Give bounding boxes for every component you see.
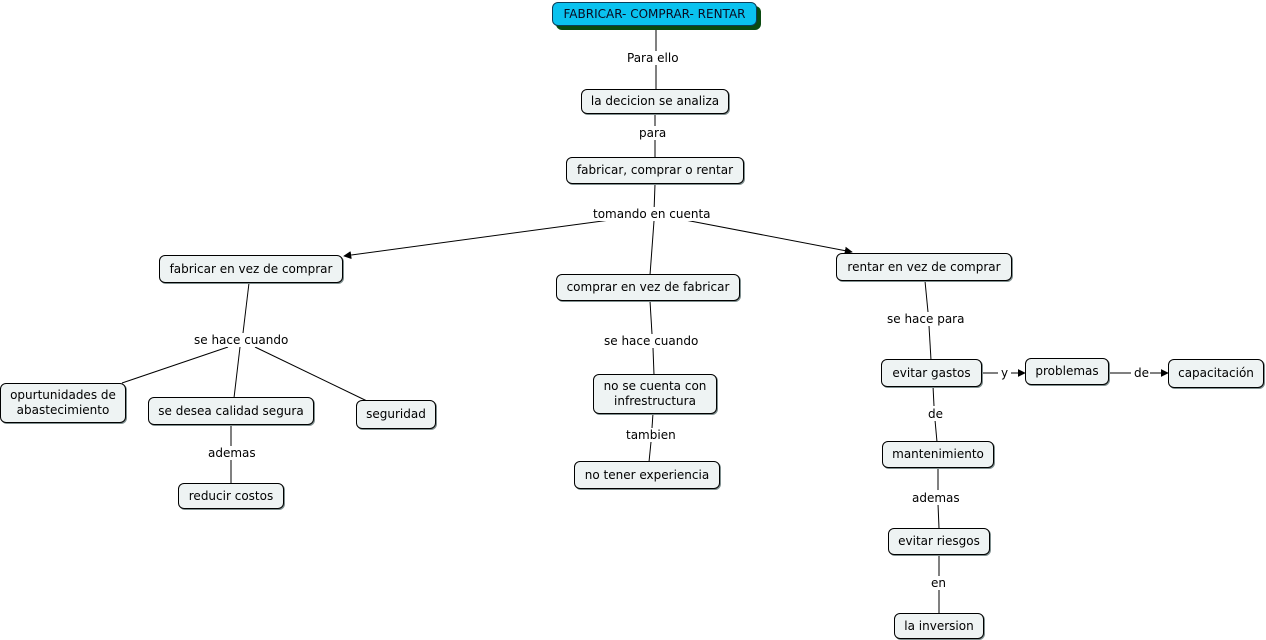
link-label-se-hace-cuando-comprar: se hace cuando — [603, 334, 700, 348]
seguridad-node[interactable]: seguridad — [356, 400, 436, 429]
problemas-node[interactable]: problemas — [1025, 358, 1109, 385]
link-label-ademas-calidad: ademas — [207, 446, 257, 460]
mantenimiento-node[interactable]: mantenimiento — [882, 441, 994, 468]
capacitacion-node[interactable]: capacitación — [1168, 359, 1264, 388]
calidad-node[interactable]: se desea calidad segura — [148, 397, 314, 425]
link-label-para: para — [638, 126, 668, 140]
comprar-node[interactable]: comprar en vez de fabricar — [556, 274, 740, 301]
fabricar-node[interactable]: fabricar en vez de comprar — [159, 255, 343, 283]
reducir-costos-node[interactable]: reducir costos — [178, 483, 284, 509]
decision-node[interactable]: la decicion se analiza — [581, 89, 729, 114]
link-label-y: y — [1000, 366, 1010, 380]
evitar-riesgos-node[interactable]: evitar riesgos — [888, 528, 990, 555]
infraestructura-node[interactable]: no se cuenta con infrestructura — [593, 374, 717, 414]
fabricar-comprar-rentar-node[interactable]: fabricar, comprar o rentar — [566, 157, 744, 184]
link-label-de-gastos: de — [927, 407, 944, 421]
rentar-node[interactable]: rentar en vez de comprar — [836, 253, 1012, 281]
oportunidades-node[interactable]: opurtunidades de abastecimiento — [0, 383, 126, 423]
link-label-se-hace-para: se hace para — [886, 312, 966, 326]
link-label-se-hace-cuando-fabricar: se hace cuando — [193, 333, 290, 347]
link-label-tomando-en-cuenta: tomando en cuenta — [592, 207, 712, 221]
root-concept-node[interactable]: FABRICAR- COMPRAR- RENTAR — [552, 2, 757, 26]
link-label-en: en — [930, 576, 947, 590]
link-label-de-problemas: de — [1133, 366, 1150, 380]
evitar-gastos-node[interactable]: evitar gastos — [881, 359, 982, 387]
experiencia-node[interactable]: no tener experiencia — [574, 461, 720, 489]
link-label-ademas-mantenimiento: ademas — [911, 491, 961, 505]
link-label-para-ello: Para ello — [626, 51, 680, 65]
inversion-node[interactable]: la inversion — [894, 613, 984, 639]
link-label-tambien: tambien — [625, 428, 677, 442]
